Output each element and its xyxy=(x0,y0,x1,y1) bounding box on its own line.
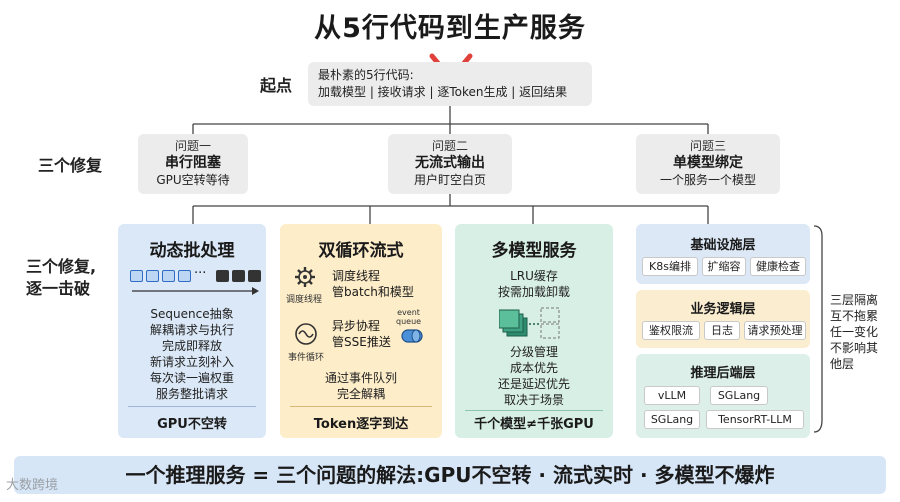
row-label-break-line2: 逐一击破 xyxy=(26,279,91,298)
problem-1: 问题一 串行阻塞 GPU空转等待 xyxy=(138,134,248,194)
layer-1-title: 基础设施层 xyxy=(690,238,756,253)
problem-3-label: 问题三 xyxy=(689,139,726,153)
arrow-right-icon xyxy=(132,287,259,295)
layer-note-line: 三层隔离 xyxy=(830,293,879,307)
layer-2-chip: 鉴权限流 xyxy=(642,321,700,340)
event-queue-label-line: event xyxy=(397,308,420,317)
card-2-line: 完全解耦 xyxy=(336,387,385,401)
card-1-line: 服务整批请求 xyxy=(155,387,228,401)
layer-2-title: 业务逻辑层 xyxy=(690,302,756,317)
event-queue-label: event queue xyxy=(396,308,421,326)
problem-1-label: 问题一 xyxy=(174,139,211,153)
card-3-line: 分级管理 xyxy=(509,345,558,359)
problem-2-desc: 用户盯空白页 xyxy=(413,173,486,187)
page-title: 从5行代码到生产服务 xyxy=(314,13,586,44)
seq-block-done-icon xyxy=(232,270,245,282)
card-3-bottom: 分级管理 成本优先 还是延迟优先 取决于场景 xyxy=(455,344,613,408)
divider xyxy=(465,410,603,411)
problem-1-name: 串行阻塞 xyxy=(165,155,221,171)
problem-2: 问题二 无流式输出 用户盯空白页 xyxy=(388,134,512,194)
event-loop-icon-label: 事件循环 xyxy=(288,353,325,363)
card-3-line: 成本优先 xyxy=(509,361,558,375)
row-label-break: 三个修复, 逐一击破 xyxy=(26,256,96,300)
layer-1-chip: 扩缩容 xyxy=(702,257,746,276)
card-3-top: LRU缓存 按需加载卸载 xyxy=(455,268,613,300)
row-label-fixes: 三个修复 xyxy=(38,156,103,175)
card-2-title: 双循环流式 xyxy=(318,241,404,261)
card-dual-loop-streaming: 双循环流式 调度线程 调度线程 管batch和模型 事件循环 异步协程 管SSE… xyxy=(280,224,442,438)
seq-block-icon xyxy=(130,270,143,282)
layer-1-chip: 健康检查 xyxy=(750,257,806,276)
card-1-line: 新请求立刻补入 xyxy=(149,355,234,369)
card-1-body: Sequence抽象 解耦请求与执行 完成即释放 新请求立刻补入 每次读一遍权重… xyxy=(118,306,266,402)
layer-3-chip: SGLang xyxy=(710,386,768,405)
event-loop-text: 异步协程 管SSE推送 xyxy=(332,318,391,350)
layer-note-line: 互不拖累 xyxy=(830,309,879,323)
problem-2-name: 无流式输出 xyxy=(415,155,485,171)
card-3-line: 取决于场景 xyxy=(503,393,564,407)
card-1-line: 解耦请求与执行 xyxy=(149,323,234,337)
problem-3: 问题三 单模型绑定 一个服务一个模型 xyxy=(636,134,780,194)
seq-block-done-icon xyxy=(248,270,261,282)
layer-infrastructure: 基础设施层 K8s编排 扩缩容 健康检查 xyxy=(636,224,810,284)
card-2-body: 通过事件队列 完全解耦 xyxy=(280,370,442,402)
card-3-line: 按需加载卸载 xyxy=(497,285,570,299)
seq-block-icon xyxy=(146,270,159,282)
gear-icon xyxy=(295,267,315,287)
layer-note-line: 任一变化 xyxy=(830,325,879,339)
card-3-line: 还是延迟优先 xyxy=(497,377,570,391)
card-1-title: 动态批处理 xyxy=(149,241,235,261)
seq-block-icon xyxy=(162,270,175,282)
row-label-break-line1: 三个修复, xyxy=(26,257,97,276)
scheduler-text: 调度线程 管batch和模型 xyxy=(332,268,414,300)
card-3-title: 多模型服务 xyxy=(491,241,577,261)
layer-3-title: 推理后端层 xyxy=(690,366,756,381)
start-box: 最朴素的5行代码: 加载模型 | 接收请求 | 逐Token生成 | 返回结果 xyxy=(308,62,592,106)
problem-3-desc: 一个服务一个模型 xyxy=(659,173,756,187)
layer-inference-backend: 推理后端层 vLLM SGLang SGLang TensorRT-LLM xyxy=(636,354,810,438)
layer-3-chip: TensorRT-LLM xyxy=(706,410,804,429)
layer-note-line: 他层 xyxy=(830,357,855,371)
card-1-line: Sequence抽象 xyxy=(150,307,234,321)
seq-block-icon xyxy=(178,270,191,282)
layer-2-chip: 日志 xyxy=(704,321,740,340)
layer-note-line: 不影响其 xyxy=(830,341,879,355)
card-3-line: LRU缓存 xyxy=(510,269,558,283)
layer-2-chip: 请求预处理 xyxy=(744,321,806,340)
layer-1-chip: K8s编排 xyxy=(642,257,698,276)
seq-block-done-icon xyxy=(216,270,229,282)
scheduler-line: 管batch和模型 xyxy=(332,285,414,299)
card-1-footer: GPU不空转 xyxy=(157,417,227,432)
problem-3-name: 单模型绑定 xyxy=(673,155,743,171)
divider xyxy=(128,406,256,407)
card-2-line: 通过事件队列 xyxy=(324,371,397,385)
event-loop-line: 异步协程 xyxy=(332,319,381,333)
watermark: 大数跨境 xyxy=(6,478,59,493)
queue-cylinder-icon xyxy=(401,329,423,343)
divider xyxy=(290,406,432,407)
problem-2-label: 问题二 xyxy=(431,139,468,153)
event-loop-icon xyxy=(295,323,317,345)
card-multi-model-serving: 多模型服务 LRU缓存 按需加载卸载 分级管理 成本优先 还是延迟优先 取决于场… xyxy=(455,224,613,438)
card-dynamic-batching: 动态批处理 ··· Sequence抽象 解耦请求与执行 完成即释放 新请求立刻… xyxy=(118,224,266,438)
card-1-line: 每次读一遍权重 xyxy=(149,371,234,385)
seq-dots: ··· xyxy=(194,266,207,281)
model-stack-icon xyxy=(499,307,560,339)
row-label-start: 起点 xyxy=(260,76,293,95)
scheduler-icon-label: 调度线程 xyxy=(286,295,323,305)
layer-3-chip: vLLM xyxy=(644,386,700,405)
bottom-banner: 一个推理服务 = 三个问题的解法:GPU不空转 · 流式实时 · 多模型不爆炸 xyxy=(14,456,886,494)
event-queue-label-line: queue xyxy=(396,317,422,326)
card-2-footer: Token逐字到达 xyxy=(313,417,409,432)
layer-note: 三层隔离 互不拖累 任一变化 不影响其 他层 xyxy=(830,292,878,372)
start-box-line1: 最朴素的5行代码: xyxy=(318,68,414,82)
card-1-line: 完成即释放 xyxy=(161,339,222,353)
layer-3-chip: SGLang xyxy=(644,410,700,429)
problem-1-desc: GPU空转等待 xyxy=(156,173,230,187)
event-loop-line: 管SSE推送 xyxy=(332,335,391,349)
card-3-footer: 千个模型≠千张GPU xyxy=(474,417,594,432)
scheduler-line: 调度线程 xyxy=(332,269,381,283)
layer-business-logic: 业务逻辑层 鉴权限流 日志 请求预处理 xyxy=(636,290,810,348)
start-box-line2: 加载模型 | 接收请求 | 逐Token生成 | 返回结果 xyxy=(318,85,568,99)
